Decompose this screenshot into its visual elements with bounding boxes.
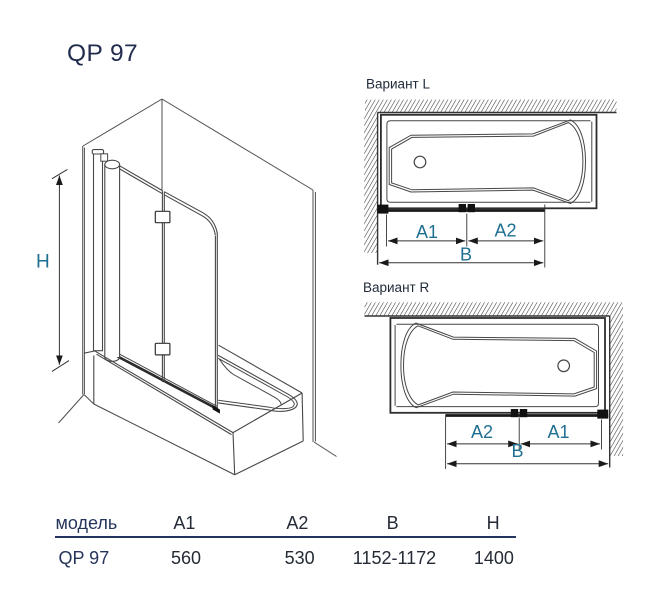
screen-3d <box>91 149 220 414</box>
wall-bracket-l <box>377 204 389 214</box>
wall-hatch-right-r <box>609 316 624 456</box>
table-header-h: H <box>486 512 500 533</box>
wall-hatch-left-l <box>364 112 378 253</box>
walls-3d <box>58 98 337 457</box>
label-a2-r: A2 <box>471 422 493 442</box>
table-header-a2: A2 <box>286 512 309 533</box>
variant-r-label: Вариант R <box>363 280 429 295</box>
label-a1-r: A1 <box>547 422 569 442</box>
variant-l-label: Вариант L <box>366 77 430 92</box>
bathtub-plan-l <box>379 113 598 210</box>
label-h: H <box>36 252 50 273</box>
fold-bracket-r2 <box>519 409 528 418</box>
screen-plan-r <box>445 409 609 419</box>
bathtub-plan-r <box>389 317 606 414</box>
table-cell-a1: 560 <box>170 547 202 568</box>
label-a1-l: A1 <box>416 222 438 242</box>
page-title: QP 97 <box>67 40 139 67</box>
fold-bracket-l <box>458 204 466 213</box>
table-cell-a2: 530 <box>284 547 315 568</box>
projection-3d: H <box>36 98 337 476</box>
drain-r <box>557 359 571 373</box>
bathtub-3d <box>83 344 304 476</box>
fold-bracket-r <box>510 409 519 418</box>
dimensions-r <box>445 414 609 469</box>
wall-hatch-top-r <box>364 302 623 316</box>
table-cell-b: 1152-1172 <box>352 547 437 568</box>
screen-plan-l <box>377 204 545 214</box>
table-header-b: B <box>386 512 399 533</box>
table-rule <box>54 535 517 539</box>
label-b-r: B <box>511 441 523 461</box>
wall-bracket-r <box>597 409 609 419</box>
screen-foot <box>212 405 220 414</box>
drain-l <box>413 155 427 169</box>
wall-hatch-top-l <box>365 99 617 113</box>
dimensions-l <box>379 204 546 268</box>
variant-r-plan: Вариант R <box>363 280 624 469</box>
dimension-h <box>51 168 70 372</box>
label-a2-l: A2 <box>494 220 516 240</box>
table-header-a1: A1 <box>173 512 196 533</box>
variant-l-plan: Вариант L <box>364 77 617 268</box>
table-cell-model: QP 97 <box>58 547 110 568</box>
fold-bracket-l2 <box>467 204 475 213</box>
table-header-model: модель <box>55 512 118 533</box>
table-cell-h: 1400 <box>473 547 514 568</box>
label-b-l: B <box>460 244 472 264</box>
